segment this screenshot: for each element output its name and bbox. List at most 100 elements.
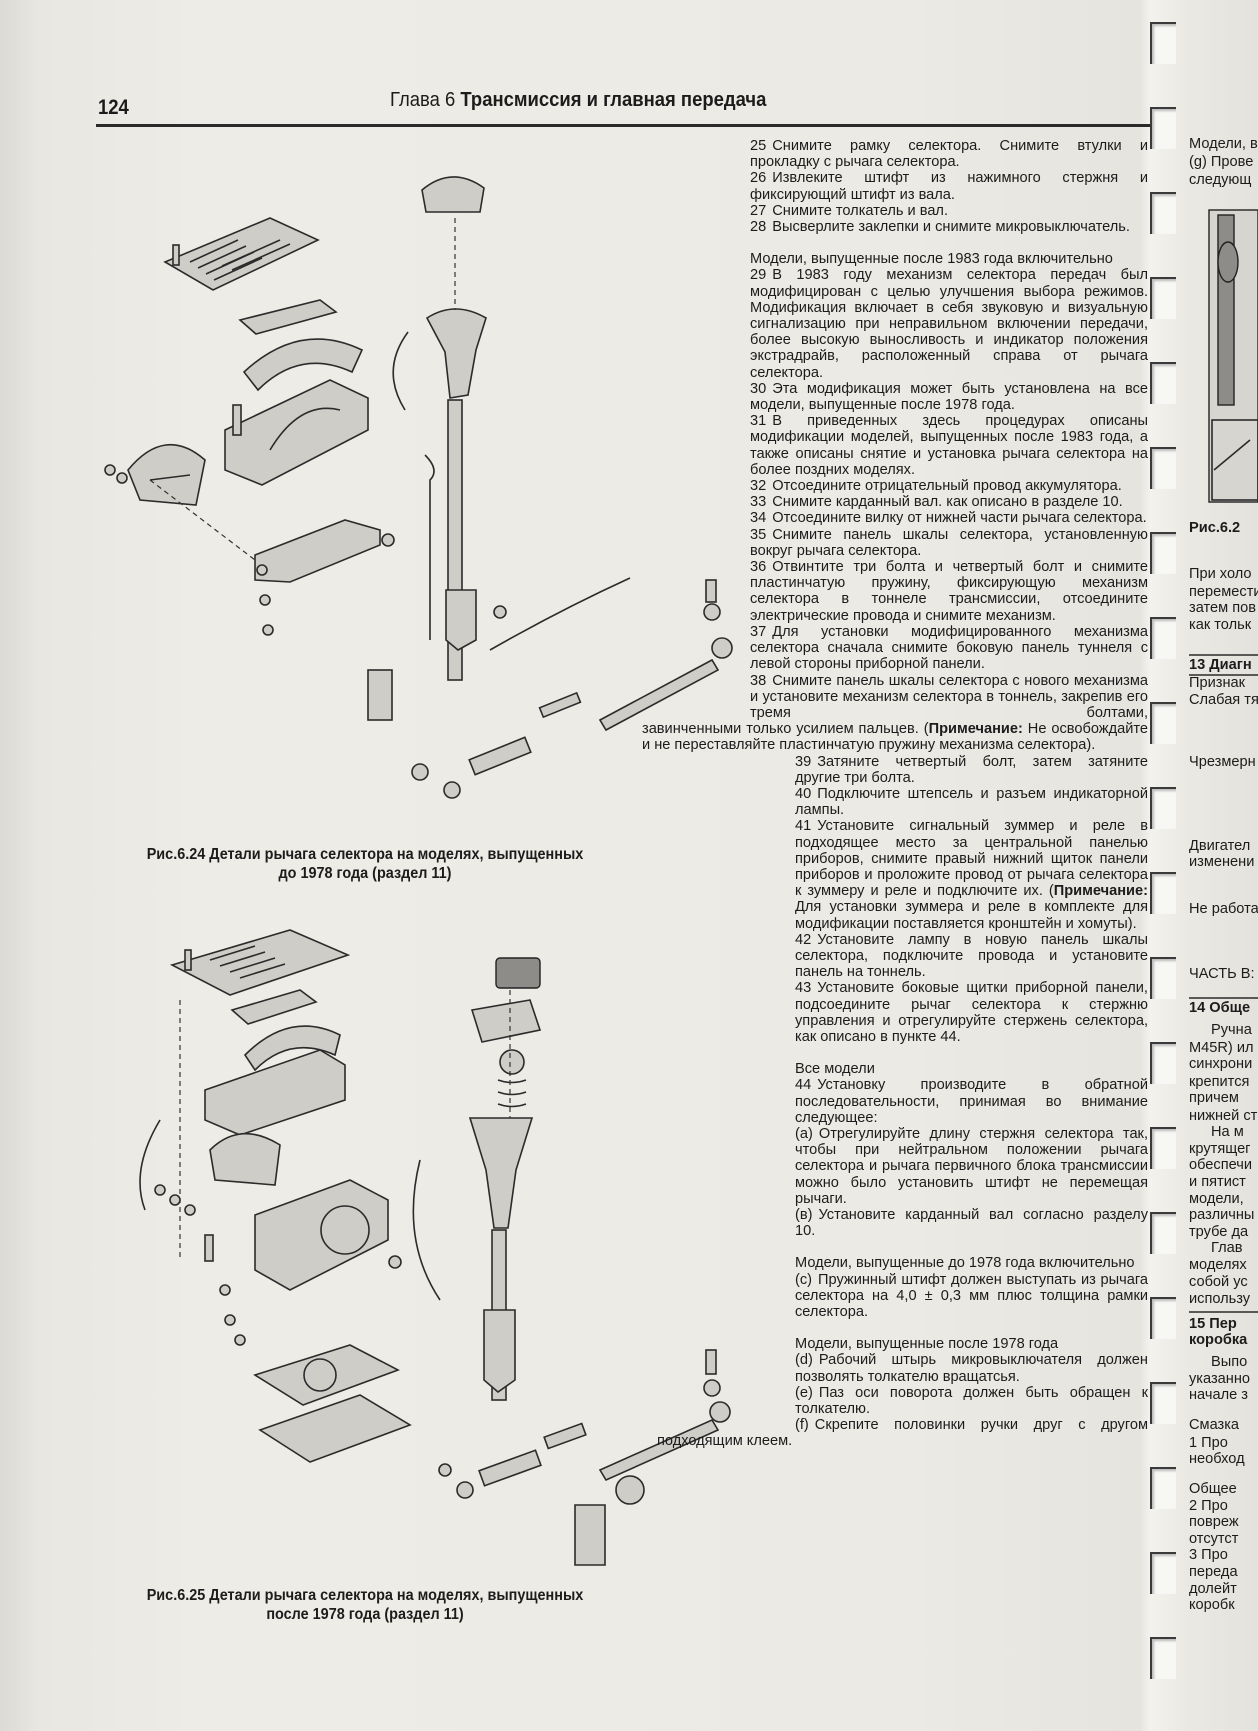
running-header: Глава 6 Трансмиссия и главная передача (390, 88, 766, 112)
slotted-gate-plate (163, 217, 320, 291)
small-fasteners (104, 244, 507, 636)
step-text: Отсоедините отрицательный провод аккумул… (772, 478, 1122, 495)
step-number: 37 (750, 623, 767, 640)
adjacent-page-line: собой ус (1189, 1274, 1248, 1290)
lever-boot (468, 1117, 534, 1229)
wire-harness (489, 577, 631, 651)
step-number: 25 (750, 138, 767, 154)
step-number: 35 (750, 526, 767, 543)
binding-hole (1150, 1467, 1176, 1509)
binding-hole (1150, 1637, 1176, 1679)
subheading-all-models: Все модели (795, 1061, 875, 1078)
wire-harness (412, 1159, 441, 1301)
indicator-strip (238, 299, 338, 335)
binding-hole (1150, 787, 1176, 829)
binding-hole (1150, 532, 1176, 574)
housing-dial (320, 1205, 370, 1255)
adjacent-page-line: начале з (1189, 1387, 1248, 1403)
adjacent-page-line: переда (1189, 1564, 1238, 1580)
arc-cover (243, 1025, 341, 1072)
control-rod (598, 1418, 720, 1482)
step-text: Эта модификация может быть установлена н… (750, 380, 1148, 414)
adjacent-page-line: Слабая тя (1189, 692, 1258, 708)
caption-text: Детали рычага селектора на моделях, выпу… (209, 1587, 584, 1604)
binding-hole (1150, 957, 1176, 999)
caption-text: до 1978 года (раздел 11) (278, 865, 452, 882)
step-number: (в) (795, 1207, 813, 1223)
adjacent-page-line: Выпо (1211, 1354, 1248, 1370)
step-number: (f) (795, 1417, 809, 1434)
chapter-label: Глава 6 (390, 88, 456, 111)
binding-hole (1150, 22, 1176, 64)
binding-hole (1150, 362, 1176, 404)
gauge-dial (127, 443, 206, 506)
note-label: Примечание: (928, 721, 1023, 738)
adjacent-page-line: перемести (1189, 584, 1258, 600)
adjacent-page-line: (g) Прове (1189, 154, 1254, 170)
step-number: 26 (750, 170, 767, 187)
adjacent-page-line: отсутст (1189, 1531, 1239, 1547)
step-text: Скрепите половинки ручки друг с другом (814, 1417, 1148, 1434)
knob-cap (421, 176, 485, 213)
bushing (703, 603, 721, 621)
adjacent-page-line: Ручна (1211, 1022, 1252, 1038)
adjacent-page-rules (1189, 654, 1258, 1313)
adjacent-page-line: использу (1189, 1291, 1251, 1307)
selector-housing (204, 1049, 346, 1136)
control-rod (598, 658, 720, 732)
step-number: 41 (795, 818, 812, 835)
gauge-needle (149, 474, 191, 481)
adjacent-page-line: 14 Обще (1189, 1000, 1251, 1016)
adjacent-page-line: крутящег (1189, 1141, 1251, 1157)
step-number: 39 (795, 753, 812, 770)
step-text: Снимите рамку селектора. Снимите втулки … (750, 138, 1148, 171)
gasket-opening (303, 1358, 337, 1392)
adjacent-page-line: На м (1211, 1124, 1244, 1140)
step-text: Установите сигнальный зуммер и реле в по… (795, 818, 1148, 900)
adjacent-page-line: следующ (1189, 172, 1252, 188)
step-text: завинченными только усилием пальцев. ( (642, 721, 929, 738)
step-number: 40 (795, 785, 812, 802)
header-rule (96, 124, 1152, 127)
binding-hole (1150, 617, 1176, 659)
binding-hole (1150, 277, 1176, 319)
figure-number: Рис.6.25 (146, 1587, 206, 1604)
step-number: 32 (750, 478, 767, 495)
adjacent-page-line: При холо (1189, 566, 1252, 582)
adjacent-page-line: синхрони (1189, 1056, 1253, 1072)
binding-hole (1150, 702, 1176, 744)
substep-f: (f) Скрепите половинки ручки друг с друго… (795, 1417, 1148, 1433)
figure-6-24-caption: Рис.6.24 Детали рычага селектора на моде… (128, 845, 602, 883)
step-number: 34 (750, 510, 767, 527)
knob-cap (495, 957, 541, 989)
adjacent-page-line: коробк (1189, 1597, 1235, 1613)
binding-hole (1150, 1297, 1176, 1339)
knob-handle (425, 308, 487, 399)
lower-bracket (254, 519, 381, 583)
adjacent-page-line: M45R) ил (1189, 1040, 1254, 1056)
step-number: 28 (750, 219, 767, 236)
step-number: 31 (750, 413, 767, 430)
adjacent-page-line: указанно (1189, 1371, 1250, 1387)
indicator-strip (230, 989, 318, 1025)
adjacent-page-line: Общее (1189, 1481, 1237, 1497)
adjacent-page-line: 2 Про (1189, 1498, 1228, 1514)
arc-cover (242, 338, 364, 392)
selector-housing (224, 379, 369, 486)
step-text: Подключите штепсель и разъем индикаторно… (795, 785, 1148, 819)
adjacent-page-line: 3 Про (1189, 1547, 1228, 1563)
rod-end-eye (709, 1401, 731, 1423)
substep-d: (d)Рабочий штырь микровыключателя должен… (795, 1352, 1148, 1384)
binding-hole (1150, 1552, 1176, 1594)
adjacent-page-line: 1 Про (1189, 1435, 1228, 1451)
knob-button (499, 1049, 525, 1075)
